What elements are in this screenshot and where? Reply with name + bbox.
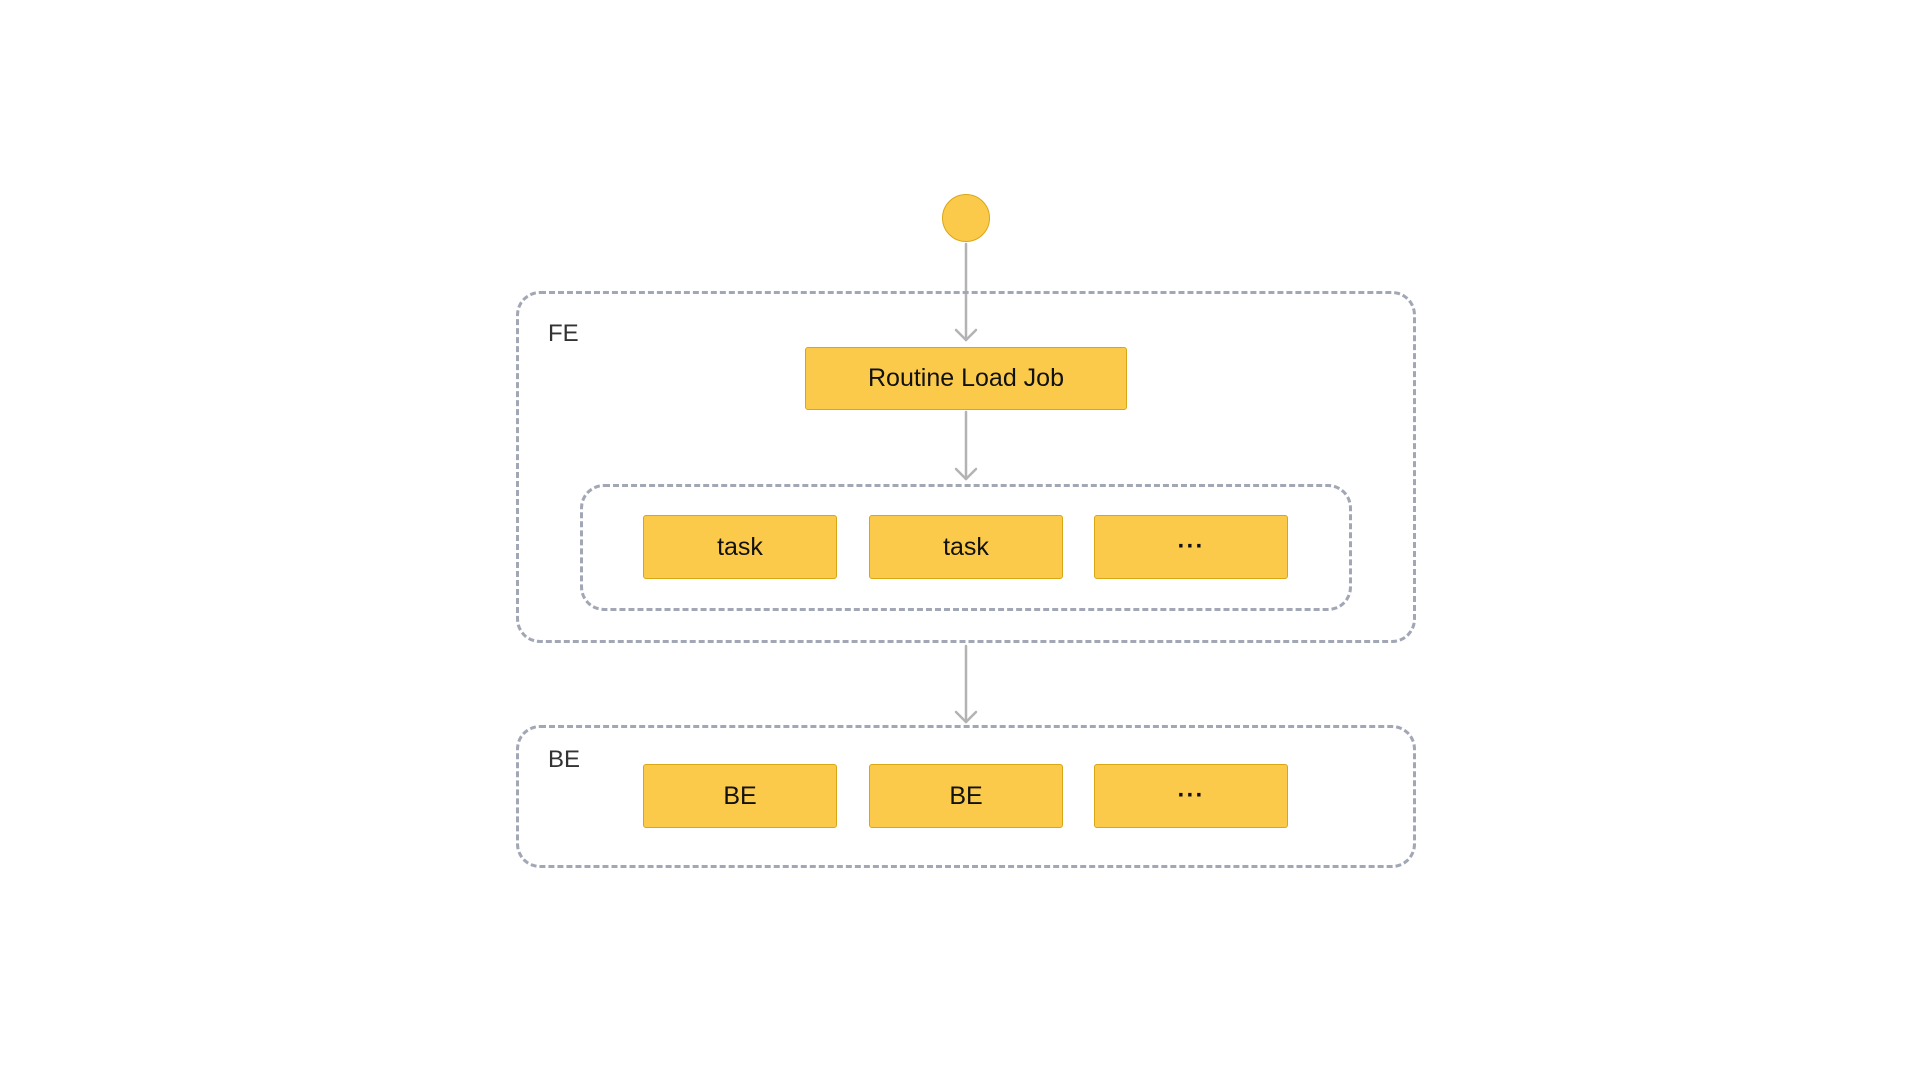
start-node — [942, 194, 990, 242]
be-group: BE — [516, 725, 1416, 868]
be-group-label: BE — [548, 746, 581, 773]
task-group — [580, 484, 1352, 611]
task-node: task — [869, 515, 1063, 579]
be-node: BE — [869, 764, 1063, 828]
task-more-node: ··· — [1094, 515, 1288, 579]
routine-load-job-node: Routine Load Job — [805, 347, 1127, 410]
fe-group-label: FE — [548, 320, 579, 347]
arrow-fe-to-be — [954, 644, 978, 724]
be-node: BE — [643, 764, 837, 828]
be-more-node: ··· — [1094, 764, 1288, 828]
task-node: task — [643, 515, 837, 579]
fe-group: FE — [516, 291, 1416, 643]
